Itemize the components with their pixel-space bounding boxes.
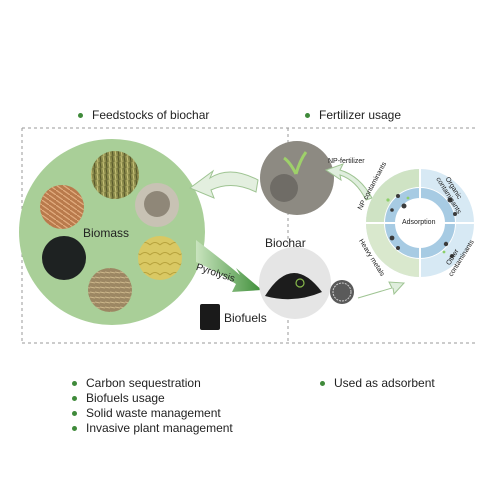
- application-label: Invasive plant management: [86, 421, 233, 435]
- bullet-dot-icon: [72, 425, 77, 431]
- biomass-label: Biomass: [83, 226, 130, 240]
- bullet-dot-icon: [72, 410, 77, 416]
- np-fertilizer-label: NP-fertilizer: [328, 158, 365, 165]
- application-item: Carbon sequestration: [72, 376, 201, 390]
- adsorption-to-fertilizer-arrow: [324, 163, 373, 201]
- header-feedstocks-label: Feedstocks of biochar: [92, 108, 210, 122]
- application-label: Solid waste management: [86, 406, 221, 420]
- application-item: Biofuels usage: [72, 391, 165, 405]
- bullet-dot-icon: [72, 380, 77, 386]
- header-fertilizer: Fertilizer usage: [305, 108, 401, 122]
- application-label: Biofuels usage: [86, 391, 165, 405]
- header-fertilizer-label: Fertilizer usage: [319, 108, 402, 122]
- bullet-dot-icon: [72, 395, 77, 401]
- biochar-to-adsorption-arrow: [357, 281, 406, 299]
- application-label: Used as adsorbent: [334, 376, 435, 390]
- fertilizer-soil-image: [260, 141, 334, 215]
- biochar-label: Biochar: [265, 236, 306, 250]
- pyrolysis-arrow: [196, 240, 262, 292]
- bullet-dot-icon: [305, 112, 310, 118]
- biofuel-bottle-icon: [200, 304, 220, 330]
- adsorption-label: Adsorption: [402, 219, 436, 226]
- application-item: Used as adsorbent: [320, 376, 435, 390]
- biofuels-label: Biofuels: [224, 311, 267, 325]
- header-feedstocks: Feedstocks of biochar: [78, 108, 209, 122]
- bullet-dot-icon: [78, 112, 83, 118]
- biochar-micro-image: [330, 280, 354, 304]
- bullet-dot-icon: [320, 380, 325, 386]
- return-arrow: [188, 169, 259, 199]
- application-item: Solid waste management: [72, 406, 221, 420]
- feedstock-dark-residue-image: [42, 236, 86, 280]
- application-label: Carbon sequestration: [86, 376, 201, 390]
- application-item: Invasive plant management: [72, 421, 233, 435]
